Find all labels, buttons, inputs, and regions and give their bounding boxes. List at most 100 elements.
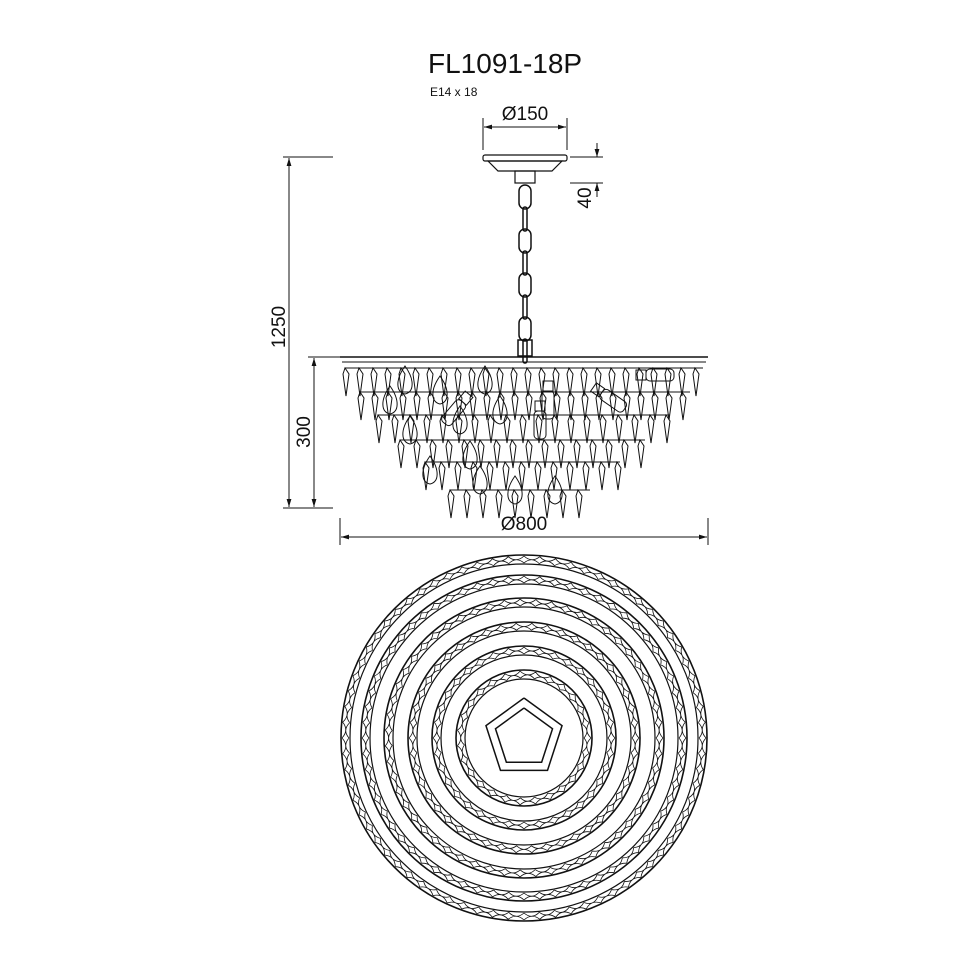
crystal-drop [439, 413, 447, 444]
teardrop-crystal [397, 365, 413, 395]
body-diameter-dimension [339, 518, 709, 545]
ring-crystals [384, 598, 664, 878]
crystal-drop [413, 438, 421, 469]
crystal-drop [615, 413, 623, 444]
crystal-drop [637, 438, 645, 469]
crystal-drop [631, 413, 639, 444]
center-pentagon [485, 697, 563, 772]
chain-link [518, 272, 532, 298]
crystal-drop [541, 438, 549, 469]
teardrop-crystal [432, 375, 448, 405]
canopy-diameter-label: Ø150 [502, 104, 548, 125]
chain-link [522, 250, 528, 276]
crystal-drop [518, 460, 526, 491]
canopy-height-dimension [570, 143, 603, 197]
crystal-drop [595, 390, 603, 421]
chain-link [522, 206, 528, 232]
crystal-drop [429, 438, 437, 469]
crystal-drop [497, 390, 505, 421]
ring-outer [455, 669, 593, 807]
crystal-ring [360, 574, 688, 902]
crystal-drop [583, 413, 591, 444]
crystal-drop [589, 438, 597, 469]
crystal-drop [647, 413, 655, 444]
crystal-drop [468, 366, 476, 397]
crystal-drop [422, 460, 430, 491]
crystal-drop [621, 438, 629, 469]
bulb-glass [541, 390, 555, 420]
crystal-drop [551, 413, 559, 444]
crystal-drop [385, 390, 393, 421]
crystal-drop [636, 366, 644, 397]
crystal-drop [375, 413, 383, 444]
crystal-drop [440, 366, 448, 397]
crystal-drop [486, 460, 494, 491]
crystal-drop [679, 390, 687, 421]
teardrop-crystal [547, 475, 563, 505]
crystal-drop [502, 460, 510, 491]
crystal-drop [356, 366, 364, 397]
ring-outer [340, 554, 708, 922]
crystal-drop [426, 366, 434, 397]
teardrop-crystal [382, 385, 398, 415]
chain-connector [517, 339, 533, 357]
crystal-drop [511, 390, 519, 421]
crystal-drop [534, 460, 542, 491]
crystal-drop [495, 488, 503, 519]
teardrop-crystal [492, 395, 508, 425]
crystal-drop [678, 366, 686, 397]
crystal-drop [413, 390, 421, 421]
crystal-drop [663, 413, 671, 444]
crystal-drop [580, 366, 588, 397]
crystal-drop [605, 438, 613, 469]
chain-link [522, 294, 528, 320]
ring-outer [431, 645, 617, 831]
crystal-ring [340, 554, 708, 922]
teardrop-crystal [402, 415, 418, 445]
crystal-drop [445, 438, 453, 469]
ring-crystals [408, 622, 640, 854]
crystal-drop [622, 366, 630, 397]
crystal-drop [651, 390, 659, 421]
e14-bulb [533, 400, 547, 440]
crystal-drop [342, 366, 350, 397]
lamp-spec: E14 x 18 [430, 85, 478, 99]
crystal-drop [581, 390, 589, 421]
crystal-drop [397, 438, 405, 469]
crystal-drop [637, 390, 645, 421]
crystal-drop [552, 366, 560, 397]
crystal-drop [509, 438, 517, 469]
teardrop-crystal [507, 475, 523, 505]
crystal-drop [384, 366, 392, 397]
chain-link [522, 338, 528, 364]
crystal-drop [461, 438, 469, 469]
ring-outer [407, 621, 641, 855]
crystal-drop [510, 366, 518, 397]
crystal-drop [550, 460, 558, 491]
ring-inner [392, 606, 656, 870]
body-height-dimension [308, 356, 340, 507]
crystal-drop [477, 438, 485, 469]
crystal-drop [567, 413, 575, 444]
ring-inner [416, 630, 632, 846]
crystal-drop [539, 390, 547, 421]
ring-inner [369, 583, 679, 893]
crystal-drop [398, 366, 406, 397]
bulb-glass [645, 368, 675, 382]
ring-crystals [341, 555, 707, 921]
ring-outer [383, 597, 665, 879]
ring-inner [440, 654, 608, 822]
crystal-drop [582, 460, 590, 491]
ring-inner [464, 678, 584, 798]
crystal-ring [455, 669, 593, 807]
crystal-drop [511, 488, 519, 519]
bulb-glass [533, 410, 547, 440]
ring-inner [349, 563, 699, 913]
canopy-diameter-dimension [482, 118, 568, 150]
crystal-drop [503, 413, 511, 444]
crystal-drop [438, 460, 446, 491]
bulb-socket [542, 380, 554, 392]
crystal-drop [559, 488, 567, 519]
suspension-chain [517, 184, 533, 364]
crystal-ring [383, 597, 665, 879]
